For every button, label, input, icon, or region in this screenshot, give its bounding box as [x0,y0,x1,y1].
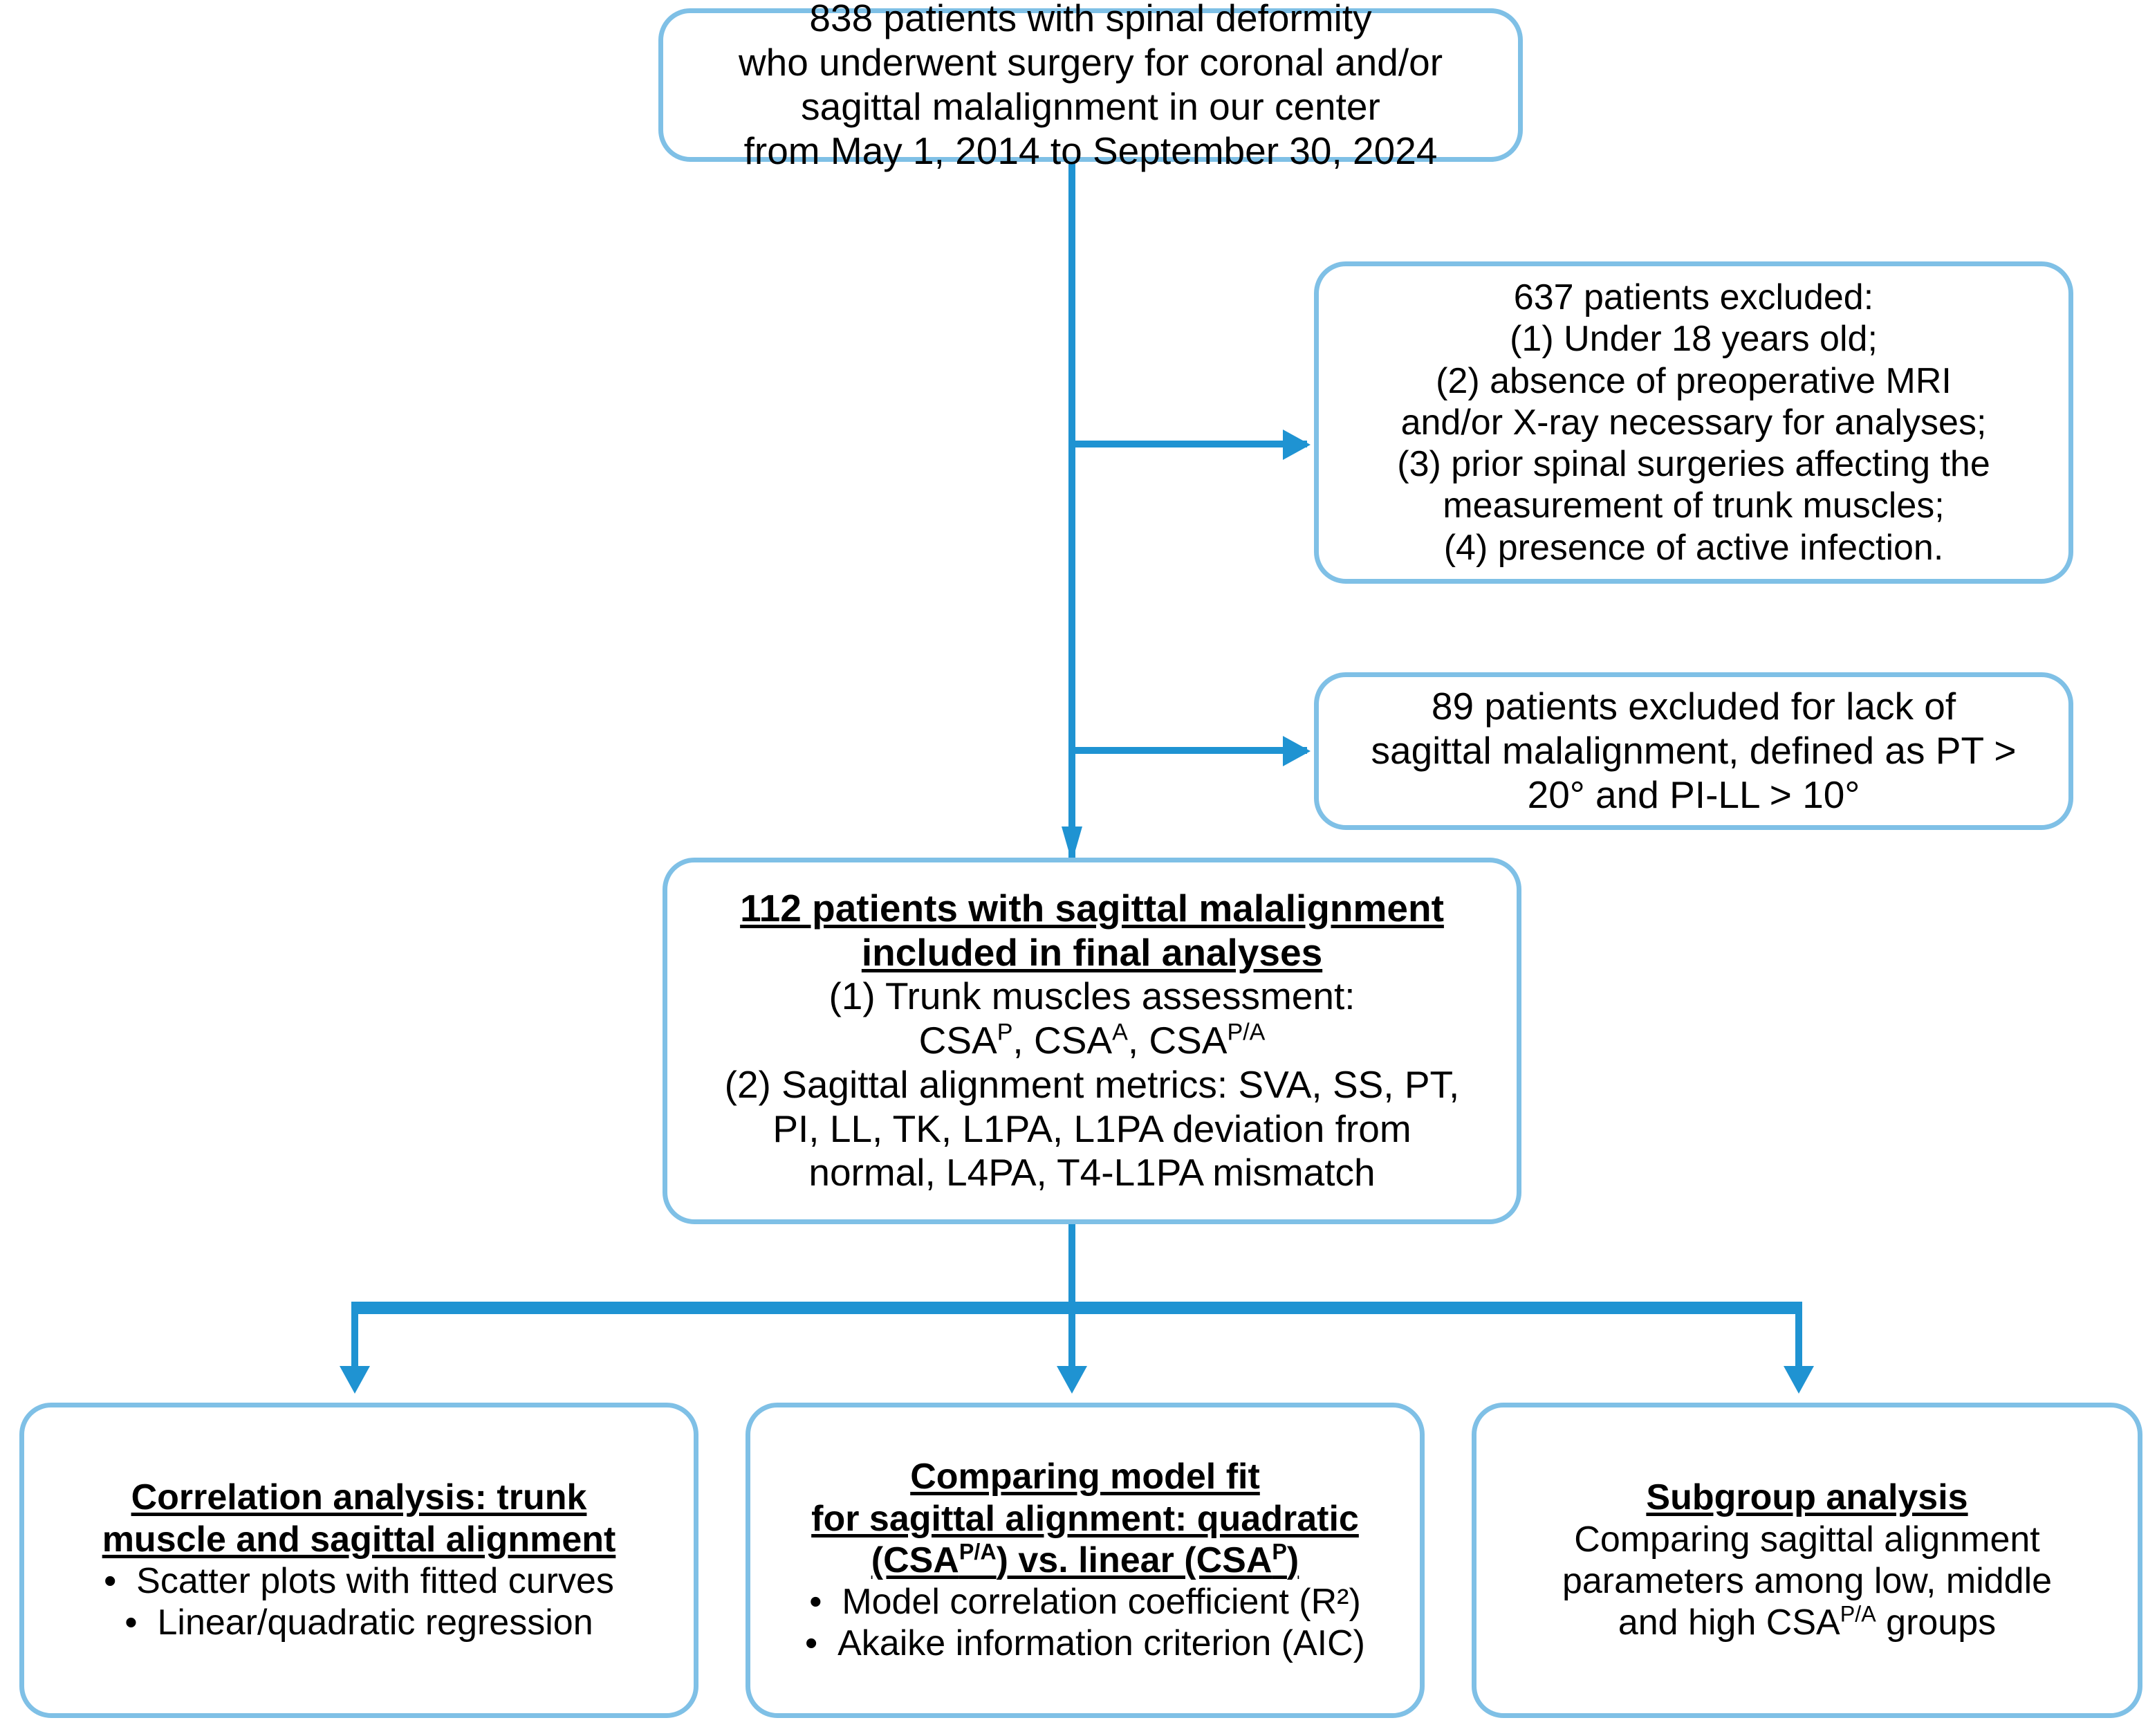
exclusion-1-line-4: and/or X-ray necessary for analyses; [1400,402,1987,443]
exclusion-2-line-1: 89 patients excluded for lack of [1431,685,1956,728]
arrow-into-correlation-box [340,1366,370,1394]
arrow-into-model-fit-box [1057,1366,1087,1394]
connector-drop-middle [1068,1302,1075,1375]
model-fit-analysis-box: Comparing model fit for sagittal alignme… [746,1403,1425,1718]
enrollment-line-2: who underwent surgery for coronal and/or [738,41,1443,84]
model-fit-heading-line-3: (CSAP/A) vs. linear (CSAP) [871,1539,1299,1580]
subgroup-body-line-3: and high CSAP/A groups [1618,1601,1997,1643]
connector-trunk-lower [1068,1221,1075,1308]
connector-to-exclusion-2 [1068,747,1307,754]
included-heading-line-2: included in final analyses [861,930,1323,974]
included-body-line-4: PI, LL, TK, L1PA, L1PA deviation from [772,1107,1411,1150]
subgroup-body-line-2: parameters among low, middle [1562,1561,2053,1601]
correlation-bullet-1: • Scatter plots with fitted curves [104,1561,614,1601]
exclusion-1-line-5: (3) prior spinal surgeries affecting the [1397,444,1990,485]
included-body-line-3: (2) Sagittal alignment metrics: SVA, SS,… [724,1062,1460,1106]
arrow-into-exclusion-2 [1283,736,1311,766]
exclusion-criteria-box: 637 patients excluded: (1) Under 18 year… [1314,261,2073,584]
subgroup-heading-line-1: Subgroup analysis [1646,1477,1968,1518]
exclusion-1-line-6: measurement of trunk muscles; [1443,486,1945,526]
subgroup-body-line-1: Comparing sagittal alignment [1574,1519,2040,1560]
included-heading-line-1: 112 patients with sagittal malalignment [740,886,1444,930]
exclusion-1-line-3: (2) absence of preoperative MRI [1436,360,1952,401]
exclusion-alignment-box: 89 patients excluded for lack of sagitta… [1314,672,2073,830]
model-fit-bullet-2: • Akaike information criterion (AIC) [804,1623,1365,1664]
included-cohort-box: 112 patients with sagittal malalignment … [663,858,1521,1224]
model-fit-heading-line-2: for sagittal alignment: quadratic [811,1498,1359,1539]
arrow-into-subgroup-box [1784,1366,1814,1394]
connector-split-bar [351,1302,1802,1314]
correlation-heading-line-2: muscle and sagittal alignment [102,1519,616,1560]
subgroup-analysis-box: Subgroup analysis Comparing sagittal ali… [1472,1403,2142,1718]
correlation-heading-line-1: Correlation analysis: trunk [131,1477,587,1518]
correlation-analysis-box: Correlation analysis: trunk muscle and s… [19,1403,698,1718]
exclusion-2-line-3: 20° and PI-LL > 10° [1527,773,1860,816]
enrollment-line-4: from May 1, 2014 to September 30, 2024 [743,129,1438,172]
included-body-line-2: CSAP, CSAA, CSAP/A [918,1019,1266,1062]
included-body-line-5: normal, L4PA, T4-L1PA mismatch [808,1151,1376,1194]
connector-drop-left [351,1302,358,1375]
connector-to-exclusion-1 [1068,441,1307,447]
correlation-bullet-2: • Linear/quadratic regression [124,1603,593,1643]
exclusion-2-line-2: sagittal malalignment, defined as PT > [1371,729,2017,773]
enrollment-line-1: 838 patients with spinal deformity [809,0,1372,40]
exclusion-1-line-1: 637 patients excluded: [1513,277,1874,317]
model-fit-bullet-1: • Model correlation coefficient (R²) [809,1582,1361,1623]
model-fit-heading-line-1: Comparing model fit [910,1457,1260,1497]
included-body-line-1: (1) Trunk muscles assessment: [828,975,1355,1018]
connector-trunk-main [1068,154,1075,866]
enrollment-box: 838 patients with spinal deformity who u… [658,0,1523,172]
connector-drop-right [1795,1302,1802,1375]
exclusion-1-line-2: (1) Under 18 years old; [1510,319,1878,360]
exclusion-1-line-7: (4) presence of active infection. [1443,527,1944,568]
arrow-into-included-box [1062,827,1082,862]
arrow-into-exclusion-1 [1283,430,1311,460]
enrollment-line-3: sagittal malalignment in our center [801,85,1380,128]
